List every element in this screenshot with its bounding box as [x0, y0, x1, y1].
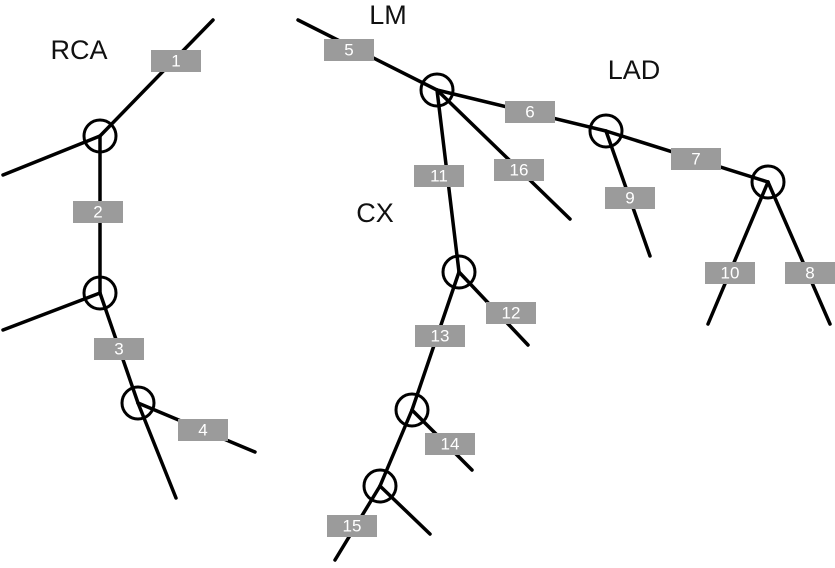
- rca-junction-node: [82, 275, 118, 311]
- segment-number: 15: [343, 517, 362, 536]
- cx-vessel-distal: [378, 408, 414, 488]
- segment-number: 4: [198, 421, 207, 440]
- segment-label-4: 4: [178, 419, 228, 441]
- left-tree: [296, 18, 832, 562]
- segment-number: 13: [431, 327, 450, 346]
- segment-number: 11: [430, 167, 448, 186]
- segment-label-8: 8: [785, 262, 835, 284]
- segment-number: 9: [625, 189, 634, 208]
- region-label-lm: LM: [369, 0, 407, 30]
- segment-number: 10: [721, 264, 740, 283]
- segment-number: 16: [510, 161, 529, 180]
- rca-junction-node: [82, 118, 118, 154]
- segment-label-10: 10: [705, 262, 755, 284]
- segment-number: 2: [93, 203, 102, 222]
- region-label-lad: LAD: [608, 55, 661, 85]
- rca-vessel-proximal: [98, 18, 215, 138]
- segment-number: 7: [691, 150, 700, 169]
- segment-label-2: 2: [73, 201, 123, 223]
- segment-label-3: 3: [94, 338, 144, 360]
- segment-labels: 1 2 3 4 5 6 7 8: [73, 39, 835, 537]
- segment-number: 6: [525, 103, 534, 122]
- segment-number: 8: [805, 264, 814, 283]
- region-label-rca: RCA: [50, 35, 107, 65]
- cx-branch-marginal-3: [378, 484, 432, 536]
- segment-label-16: 16: [494, 159, 544, 181]
- segment-label-11: 11: [414, 165, 464, 187]
- cx-junction-node: [441, 254, 477, 290]
- lad-vessel-distal: [766, 180, 832, 326]
- segment-label-7: 7: [671, 148, 721, 170]
- segment-label-13: 13: [415, 325, 465, 347]
- segment-label-6: 6: [505, 101, 555, 123]
- segment-label-5: 5: [324, 39, 374, 61]
- lad-junction-node: [588, 113, 624, 149]
- segment-number: 5: [344, 41, 353, 60]
- region-labels: RCA LM LAD CX: [50, 0, 660, 228]
- segment-label-15: 15: [327, 515, 377, 537]
- rca-junction-node: [120, 385, 156, 421]
- segment-number: 12: [502, 304, 521, 323]
- segment-number: 14: [441, 435, 460, 454]
- segment-label-12: 12: [486, 302, 536, 324]
- segment-number: 1: [171, 52, 180, 71]
- segment-number: 3: [114, 340, 123, 359]
- lm-junction-node: [419, 72, 455, 108]
- lad-branch-diagonal-2: [706, 180, 770, 326]
- cx-junction-node: [362, 468, 398, 504]
- segment-label-14: 14: [425, 433, 475, 455]
- segment-label-1: 1: [151, 50, 201, 72]
- lm-branch-intermediate: [435, 88, 572, 221]
- lad-junction-node: [750, 164, 786, 200]
- cx-junction-node: [394, 392, 430, 428]
- region-label-cx: CX: [356, 198, 394, 228]
- segment-label-9: 9: [605, 187, 655, 209]
